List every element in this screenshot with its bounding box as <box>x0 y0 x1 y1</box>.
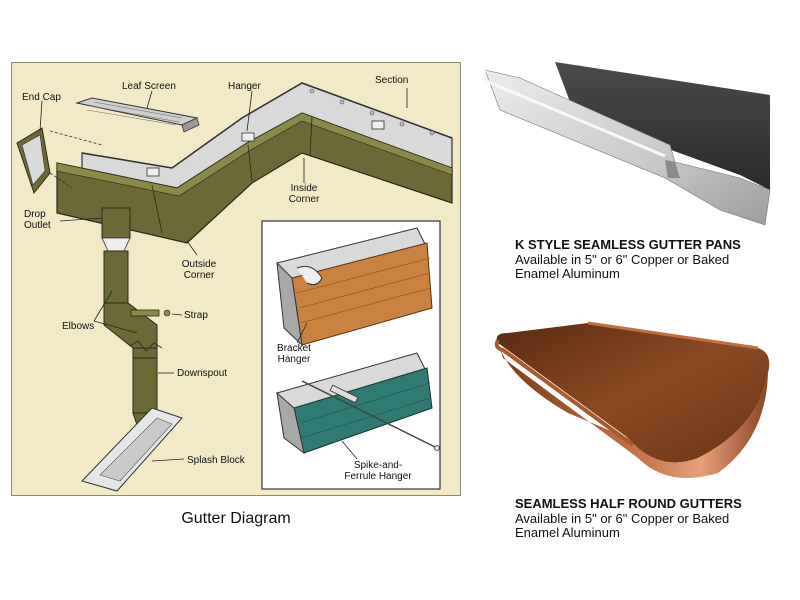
downspout <box>132 357 158 414</box>
product-desc-k-style-line1: Available in 5" or 6" Copper or Baked <box>515 252 730 267</box>
label-inside-corner: Inside Corner <box>288 183 320 205</box>
label-elbows: Elbows <box>62 321 95 332</box>
bracket-hanger <box>296 265 323 286</box>
label-bracket-hanger: Bracket Hanger <box>277 343 311 365</box>
product-desc-k-style: Available in 5" or 6" Copper or Baked En… <box>515 253 795 281</box>
label-spike-ferrule-hanger: Spike-and- Ferrule Hanger <box>344 460 412 482</box>
product-desc-half-round-line2: Enamel Aluminum <box>515 525 620 540</box>
strap <box>130 309 160 317</box>
gutter-diagram: End Cap Leaf Screen Hanger Section Drop … <box>11 62 461 496</box>
label-end-cap: End Cap <box>22 92 61 103</box>
product-desc-half-round-line1: Available in 5" or 6" Copper or Baked <box>515 511 730 526</box>
gutter-illustration <box>16 82 453 492</box>
label-section: Section <box>375 75 409 86</box>
label-hanger: Hanger <box>228 81 261 92</box>
product-title-half-round: SEAMLESS HALF ROUND GUTTERS <box>515 496 742 511</box>
ferrule <box>329 384 359 404</box>
label-drop-outlet: Drop Outlet <box>24 209 51 231</box>
label-splash-block: Splash Block <box>187 455 245 466</box>
label-strap: Strap <box>184 310 208 321</box>
label-leaf-screen: Leaf Screen <box>122 81 176 92</box>
half-round-gutter-photo <box>494 321 770 478</box>
k-style-gutter-photo <box>482 62 771 226</box>
spike <box>301 380 438 449</box>
product-desc-half-round: Available in 5" or 6" Copper or Baked En… <box>515 512 795 540</box>
product-title-k-style: K STYLE SEAMLESS GUTTER PANS <box>515 237 741 252</box>
diagram-caption: Gutter Diagram <box>181 510 291 527</box>
drop-outlet <box>101 207 131 239</box>
product-desc-k-style-line2: Enamel Aluminum <box>515 266 620 281</box>
label-outside-corner: Outside Corner <box>181 259 217 281</box>
label-downspout: Downspout <box>177 368 228 379</box>
